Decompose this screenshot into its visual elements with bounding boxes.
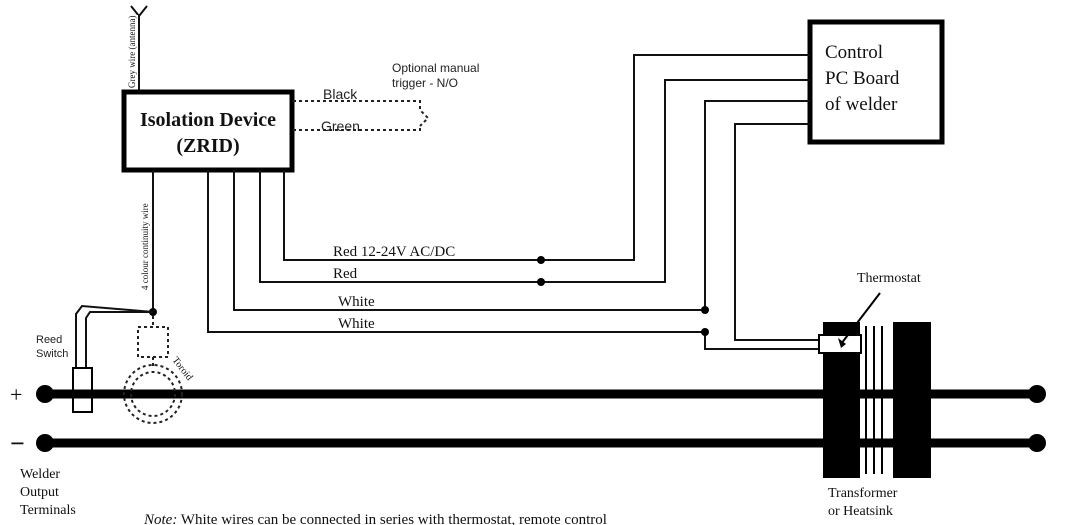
manual-trigger-line2: trigger - N/O	[392, 76, 458, 90]
control-board-line2: PC Board	[825, 68, 900, 89]
isolation-device-subtitle: (ZRID)	[176, 135, 239, 157]
toroid: Toroid	[123, 355, 195, 424]
control-board: Control PC Board of welder	[807, 19, 945, 145]
wire-label-black: Black	[323, 86, 358, 102]
output-bus-negative	[36, 434, 1046, 452]
wire-label-green: Green	[321, 118, 360, 134]
thermostat: Thermostat	[818, 271, 921, 354]
wire-label-red-power: Red 12-24V AC/DC	[333, 244, 455, 260]
antenna: Grey wire (antenna)	[127, 5, 148, 92]
isolation-device: Isolation Device (ZRID)	[121, 89, 295, 173]
note-label: Note:	[143, 512, 177, 525]
welder-terminals-label: Welder Output Terminals	[20, 467, 76, 518]
thermostat-label: Thermostat	[857, 271, 921, 286]
wire-label-white-1: White	[338, 294, 375, 310]
wire-label-white-2: White	[338, 316, 375, 332]
transformer-line1: Transformer	[828, 486, 898, 501]
wire-label-red: Red	[333, 266, 358, 282]
plus-sign: +	[10, 382, 22, 407]
control-board-line1: Control	[825, 42, 883, 63]
reed-switch-line2: Switch	[36, 348, 68, 360]
terminals-line2: Output	[20, 485, 59, 500]
signal-wires: Red 12-24V AC/DC Red White White	[207, 54, 820, 350]
minus-sign: −	[10, 429, 25, 458]
toroid-label: Toroid	[170, 355, 195, 383]
isolation-device-title: Isolation Device	[140, 109, 276, 131]
terminals-line1: Welder	[20, 467, 60, 482]
note-body: White wires can be connected in series w…	[177, 512, 607, 525]
note-text: Note: White wires can be connected in se…	[143, 512, 607, 525]
manual-trigger-wiring: Black Green Optional manual trigger - N/…	[293, 61, 479, 134]
reed-switch-line1: Reed	[36, 334, 62, 346]
output-bus-positive	[36, 385, 1046, 403]
continuity-label: 4 colour continuity wire	[140, 203, 150, 290]
antenna-label: Grey wire (antenna)	[127, 16, 137, 88]
manual-trigger-line1: Optional manual	[392, 61, 479, 75]
continuity-wire: 4 colour continuity wire	[75, 170, 169, 370]
terminals-line3: Terminals	[20, 503, 76, 518]
control-board-line3: of welder	[825, 94, 898, 115]
transformer-line2: or Heatsink	[828, 504, 893, 519]
